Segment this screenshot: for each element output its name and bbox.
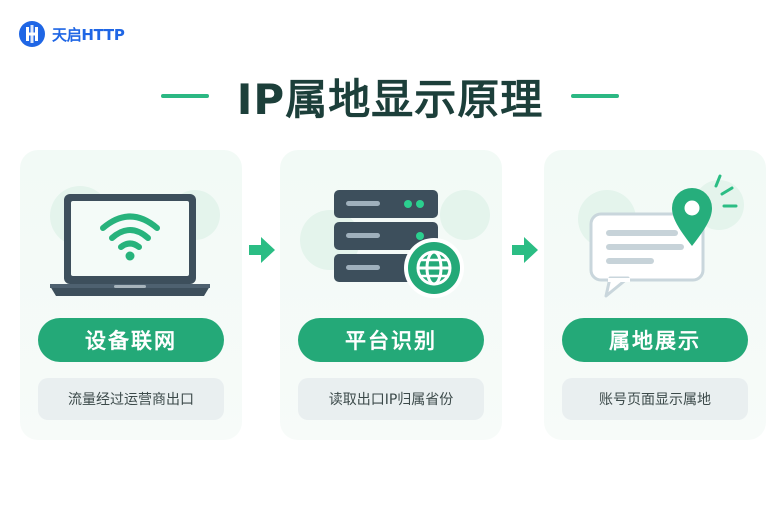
- step-card-platform: 平台识别 读取出口IP归属省份: [280, 150, 502, 440]
- brand-name: 天启HTTP: [52, 25, 125, 44]
- arrow-right-icon: [249, 237, 275, 263]
- bg-blob: [440, 190, 490, 240]
- brand-logo: 天启HTTP: [18, 20, 125, 48]
- title-decor-left: [160, 94, 209, 98]
- step-desc-device: 流量经过运营商出口: [38, 378, 224, 420]
- laptop-wifi-icon: [50, 194, 210, 296]
- step-card-device: 设备联网 流量经过运营商出口: [20, 150, 242, 440]
- arrow-right-icon: [512, 237, 538, 263]
- step-desc-display: 账号页面显示属地: [562, 378, 748, 420]
- step-label-platform: 平台识别: [298, 318, 484, 362]
- step-label-device: 设备联网: [38, 318, 224, 362]
- title-decor-right: [571, 94, 620, 98]
- page-title: IP属地显示原理: [236, 74, 544, 124]
- server-globe-icon: [334, 190, 464, 298]
- brand-logo-icon: [19, 21, 45, 47]
- location-message-icon: [589, 174, 738, 298]
- title-row: IP属地显示原理: [0, 66, 780, 126]
- step-desc-platform: 读取出口IP归属省份: [298, 378, 484, 420]
- step-card-display: 属地展示 账号页面显示属地: [544, 150, 766, 440]
- step-label-display: 属地展示: [562, 318, 748, 362]
